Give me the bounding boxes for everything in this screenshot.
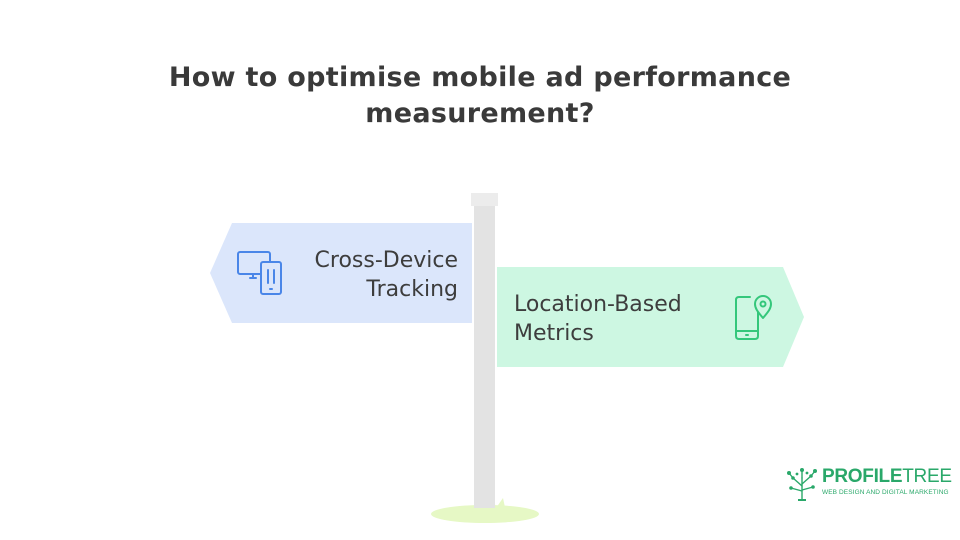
sign-label-location-based: Location-Based Metrics (514, 290, 714, 348)
profiletree-logo: PROFILETREE WEB DESIGN AND DIGITAL MARKE… (786, 466, 952, 502)
sign-label-line-1: Cross-Device (314, 248, 458, 273)
sign-label-line-2: Tracking (366, 277, 458, 302)
sign-location-based (497, 267, 804, 367)
title-line-2: measurement? (365, 98, 595, 129)
grass-base (431, 505, 539, 523)
logo-wordmark: PROFILETREE (822, 466, 952, 488)
signpost-pole (474, 206, 495, 508)
tree-logo-icon (787, 468, 817, 501)
devices-icon (237, 251, 282, 295)
logo-name-light: TREE (902, 466, 952, 487)
diagram-title: How to optimise mobile ad performance me… (0, 60, 960, 132)
phone-location-icon (735, 295, 772, 340)
sign-label-line-1: Location-Based (514, 292, 682, 317)
sign-label-line-2: Metrics (514, 321, 594, 346)
signpost-cap (471, 193, 498, 206)
sign-cross-device (210, 223, 472, 323)
title-line-1: How to optimise mobile ad performance (168, 62, 792, 93)
logo-tagline: WEB DESIGN AND DIGITAL MARKETING (822, 489, 949, 496)
logo-name-bold: PROFILE (822, 466, 903, 487)
sign-label-cross-device: Cross-Device Tracking (290, 246, 458, 304)
